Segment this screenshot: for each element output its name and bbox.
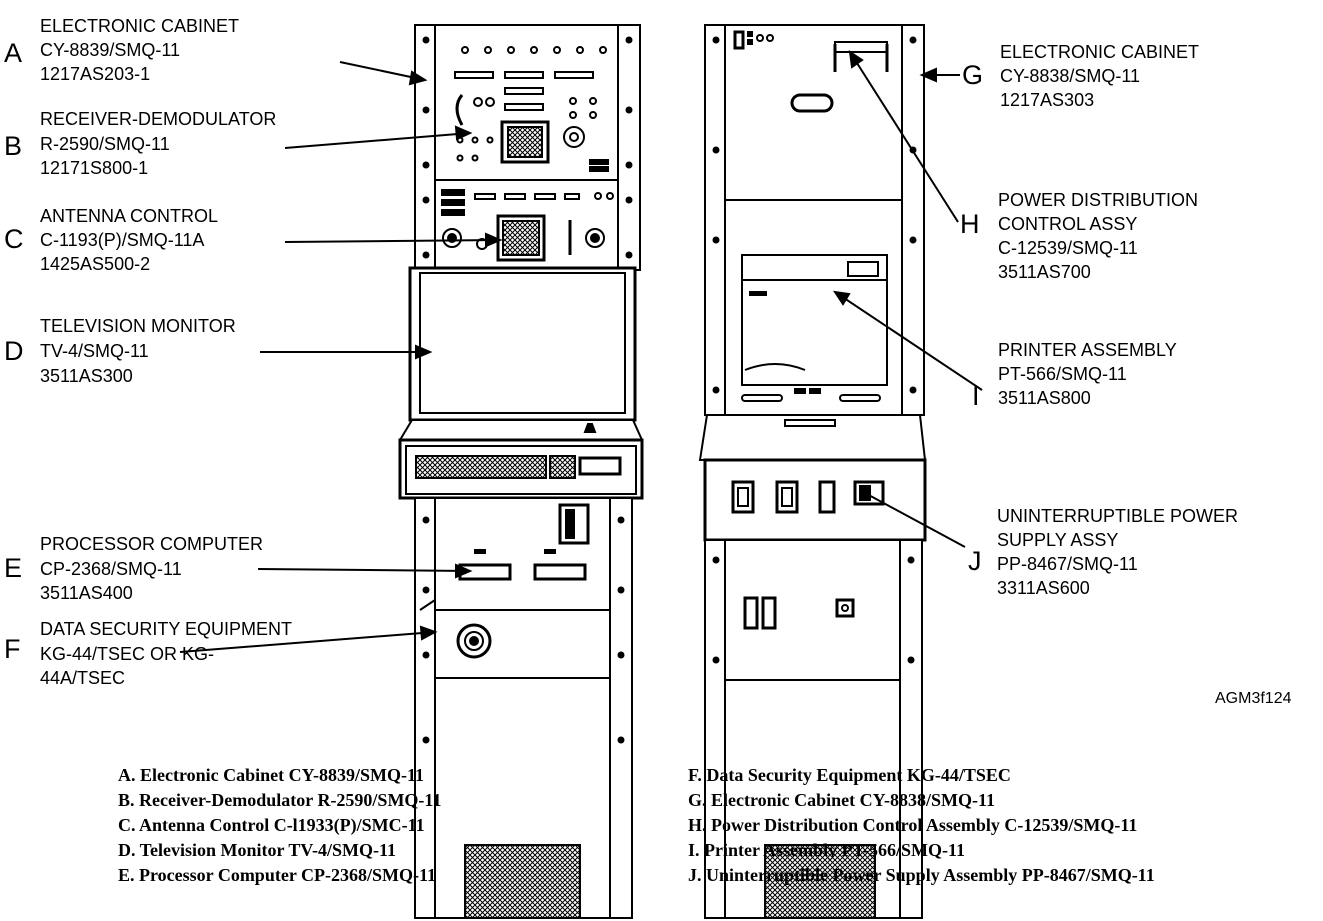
callouts-right: G ELECTRONIC CABINET CY-8838/SMQ-11 1217… — [960, 42, 1238, 598]
legend-right: F. Data Security Equipment KG-44/TSEC G.… — [688, 763, 1155, 888]
callout-a-line-2: CY-8839/SMQ-11 — [40, 40, 180, 60]
callout-f-line-2: KG-44/TSEC OR KG- — [40, 644, 214, 664]
callout-letter-j: J — [968, 546, 982, 576]
callout-d-line-1: TELEVISION MONITOR — [40, 316, 236, 336]
legend-item-e: E. Processor Computer CP-2368/SMQ-11 — [118, 865, 436, 885]
callout-j-line-4: 3311AS600 — [997, 578, 1090, 598]
callout-c-line-1: ANTENNA CONTROL — [40, 206, 218, 226]
callout-f-line-1: DATA SECURITY EQUIPMENT — [40, 619, 292, 639]
callout-letter-e: E — [4, 553, 22, 583]
callout-e-line-2: CP-2368/SMQ-11 — [40, 559, 182, 579]
legend-item-a: A. Electronic Cabinet CY-8839/SMQ-11 — [118, 765, 424, 785]
callout-c-line-3: 1425AS500-2 — [40, 254, 150, 274]
callout-i-line-1: PRINTER ASSEMBLY — [998, 340, 1177, 360]
legend-item-c: C. Antenna Control C-l1933(P)/SMC-11 — [118, 815, 425, 835]
legend-item-i: I. Printer Assembly PT-566/SMQ-11 — [688, 840, 966, 860]
callout-i-line-2: PT-566/SMQ-11 — [998, 364, 1127, 384]
callout-d-line-3: 3511AS300 — [40, 366, 133, 386]
callout-i-line-3: 3511AS800 — [998, 388, 1091, 408]
callout-letter-c: C — [4, 224, 24, 254]
callout-letter-d: D — [4, 336, 24, 366]
callout-letter-b: B — [4, 131, 22, 161]
callout-letter-a: A — [4, 38, 22, 68]
callout-h-line-3: C-12539/SMQ-11 — [998, 238, 1138, 258]
callout-letter-i: I — [972, 381, 980, 411]
legend-left: A. Electronic Cabinet CY-8839/SMQ-11 B. … — [118, 763, 441, 888]
legend-item-b: B. Receiver-Demodulator R-2590/SMQ-11 — [118, 790, 442, 810]
callout-j-line-1: UNINTERRUPTIBLE POWER — [997, 506, 1238, 526]
callout-c-line-2: C-1193(P)/SMQ-11A — [40, 230, 204, 250]
callout-h-line-2: CONTROL ASSY — [998, 214, 1137, 234]
legend-item-j: J. Uninterruptible Power Supply Assembly… — [688, 865, 1155, 885]
callout-g-line-1: ELECTRONIC CABINET — [1000, 42, 1199, 62]
left-cabinet-details — [415, 36, 633, 919]
legend-item-h: H. Power Distribution Control Assembly C… — [688, 815, 1138, 835]
callout-e-line-1: PROCESSOR COMPUTER — [40, 534, 263, 554]
callout-g-line-3: 1217AS303 — [1000, 90, 1094, 110]
callout-letter-f: F — [4, 634, 21, 664]
callout-e-line-3: 3511AS400 — [40, 583, 133, 603]
legend-item-f: F. Data Security Equipment KG-44/TSEC — [688, 765, 1011, 785]
callouts-left: A ELECTRONIC CABINET CY-8839/SMQ-11 1217… — [4, 16, 292, 688]
callout-g-line-2: CY-8838/SMQ-11 — [1000, 66, 1140, 86]
callout-letter-h: H — [960, 209, 980, 239]
callout-b-line-3: 12171S800-1 — [40, 158, 148, 178]
callout-f-line-3: 44A/TSEC — [40, 668, 125, 688]
figure-code: AGM3f124 — [1215, 690, 1292, 707]
legend-item-d: D. Television Monitor TV-4/SMQ-11 — [118, 840, 397, 860]
callout-h-line-1: POWER DISTRIBUTION — [998, 190, 1198, 210]
callout-h-line-4: 3511AS700 — [998, 262, 1091, 282]
callout-b-line-2: R-2590/SMQ-11 — [40, 134, 170, 154]
legend-item-g: G. Electronic Cabinet CY-8838/SMQ-11 — [688, 790, 995, 810]
callout-j-line-2: SUPPLY ASSY — [997, 530, 1118, 550]
right-cabinet — [698, 24, 927, 919]
callout-letter-g: G — [962, 60, 983, 90]
callout-a-line-1: ELECTRONIC CABINET — [40, 16, 239, 36]
callout-a-line-3: 1217AS203-1 — [40, 64, 150, 84]
callout-d-line-2: TV-4/SMQ-11 — [40, 341, 149, 361]
callout-b-line-1: RECEIVER-DEMODULATOR — [40, 109, 276, 129]
leader-lines — [179, 49, 983, 653]
callout-j-line-3: PP-8467/SMQ-11 — [997, 554, 1138, 574]
